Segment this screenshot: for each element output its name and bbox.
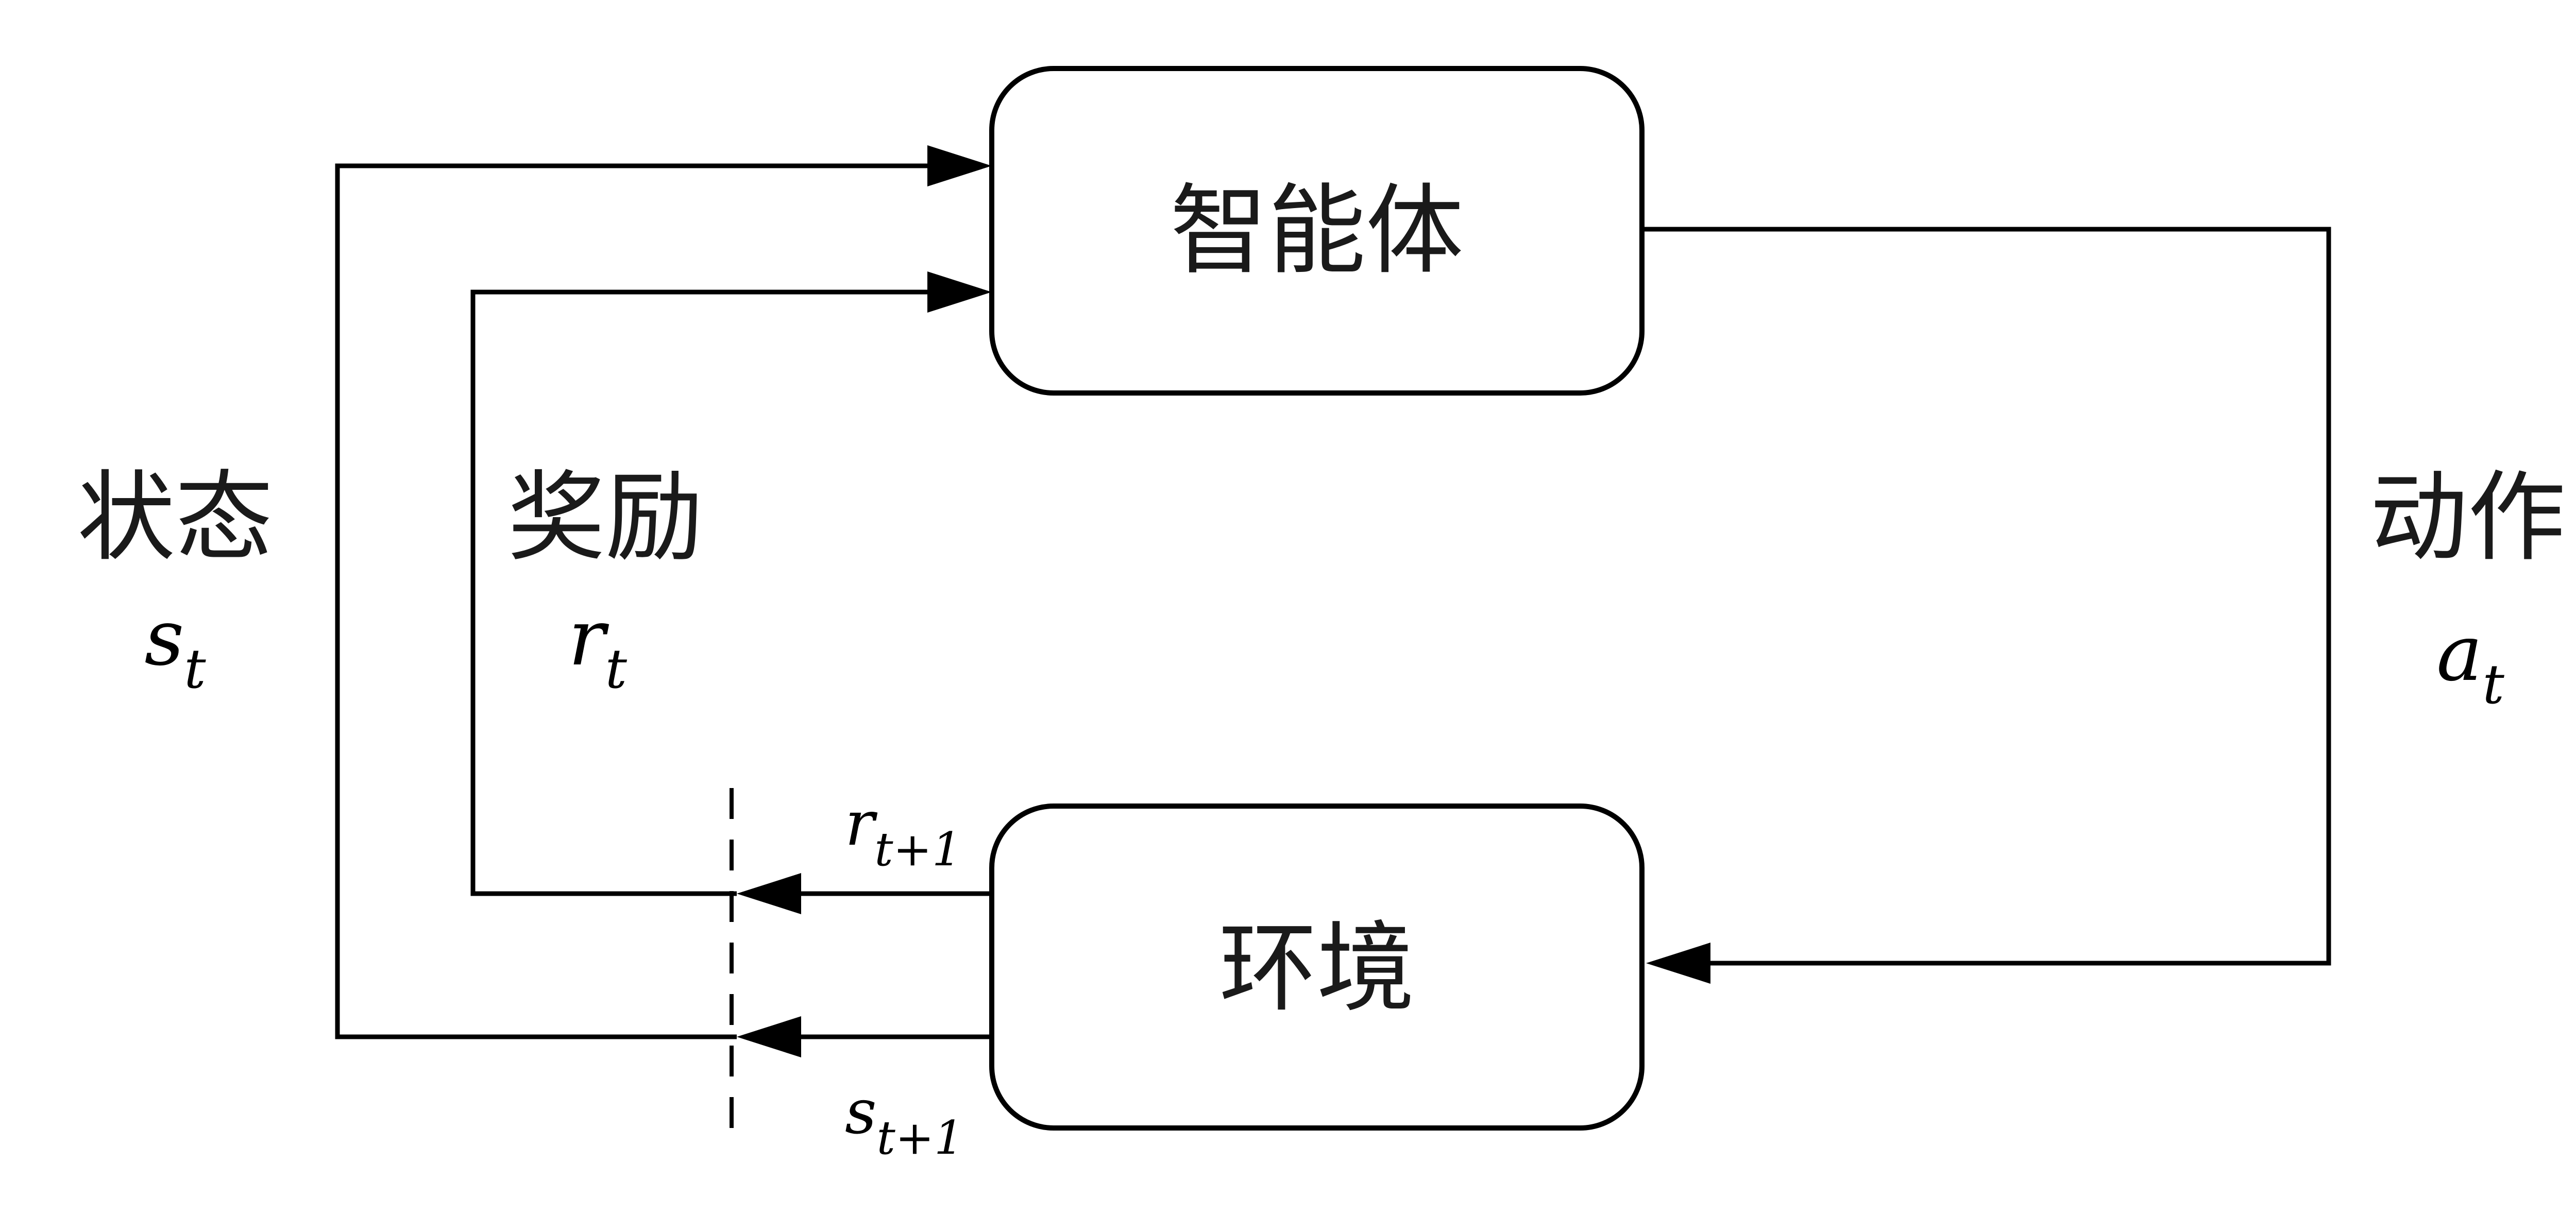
reward-symbol-subscript: t (605, 638, 628, 700)
next-state-symbol-subscript: t+1 (877, 1111, 964, 1165)
action-wire (1642, 227, 2331, 966)
agent-label: 智能体 (1170, 174, 1464, 288)
state-symbol-main: s (144, 593, 184, 683)
reward-wire-loop (470, 289, 943, 896)
action-label-group: 动作 at (2370, 461, 2566, 716)
next-state-symbol: st+1 (845, 1076, 963, 1165)
state-agent-arrowhead (927, 145, 992, 186)
environment-node: 环境 (989, 803, 1645, 1131)
state-edge (335, 145, 992, 1057)
action-label: 动作 (2370, 461, 2566, 575)
action-symbol-subscript: t (2483, 653, 2505, 716)
action-symbol-main: a (2436, 609, 2482, 698)
next-state-symbol-main: s (845, 1076, 877, 1148)
action-edge (1642, 227, 2331, 984)
environment-label: 环境 (1219, 912, 1415, 1025)
reward-label: 奖励 (507, 461, 703, 575)
next-reward-symbol: rt+1 (845, 788, 961, 877)
state-label: 状态 (77, 461, 273, 575)
action-symbol: at (2436, 609, 2504, 716)
reward-symbol-main: r (568, 593, 609, 683)
reward-agent-arrowhead (927, 271, 992, 313)
state-symbol: st (144, 593, 206, 700)
reward-label-group: 奖励 rt (507, 461, 703, 701)
state-label-group: 状态 st (77, 461, 273, 701)
next-reward-symbol-subscript: t+1 (874, 823, 961, 877)
environment-box (989, 803, 1645, 1131)
state-dashline-arrowhead (737, 1016, 801, 1057)
state-wire-loop (335, 163, 943, 1039)
reward-edge (470, 271, 992, 914)
agent-node: 智能体 (989, 66, 1645, 396)
action-arrowhead (1646, 943, 1710, 984)
reward-dashline-arrowhead (737, 873, 801, 914)
reward-symbol: rt (568, 593, 628, 700)
next-reward-symbol-main: r (845, 788, 878, 860)
state-symbol-subscript: t (184, 638, 206, 700)
